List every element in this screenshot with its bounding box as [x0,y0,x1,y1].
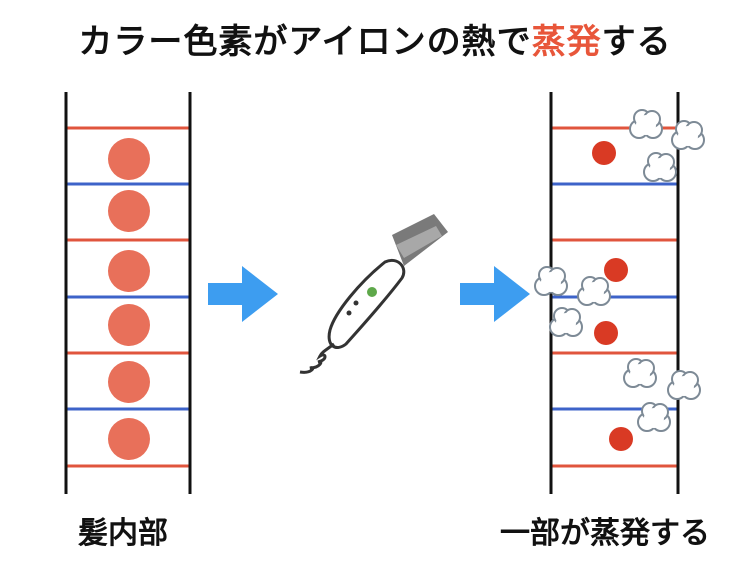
pigment-dot [594,321,618,345]
arrow-right-icon [460,266,530,322]
steam-cloud-icon [671,120,705,150]
title-suffix: する [601,22,672,62]
right-hair-ladder [549,92,680,494]
steam-cloud-icon [534,266,568,296]
title-main: カラー色素がアイロンの熱で [78,22,532,62]
pigment-dot [604,258,628,282]
page-title: カラー色素がアイロンの熱で蒸発する [0,14,750,63]
steam-cloud-icon [577,276,611,306]
caption-partial-evaporation: 一部が蒸発する [500,516,710,551]
pigment-dot [108,361,150,403]
pigment-dot [592,141,616,165]
caption-hair-interior: 髪内部 [78,516,168,551]
pigment-dot [108,190,150,232]
arrow-right-icon [208,266,278,322]
steam-cloud-icon [549,307,583,337]
pigment-dot [108,418,150,460]
steam-cloud-icon [637,402,671,432]
pigment-dot [108,250,150,292]
steam-cloud-icon [667,370,701,400]
steam-cloud-icon [643,152,677,182]
hair-iron-icon [299,214,448,374]
left-hair-ladder [64,92,192,494]
title-highlight: 蒸発 [531,22,602,62]
steam-cloud-icon [629,109,663,139]
pigment-dot [108,304,150,346]
steam-cloud-icon [623,358,657,388]
pigment-dot [108,138,150,180]
pigment-dot [609,427,633,451]
